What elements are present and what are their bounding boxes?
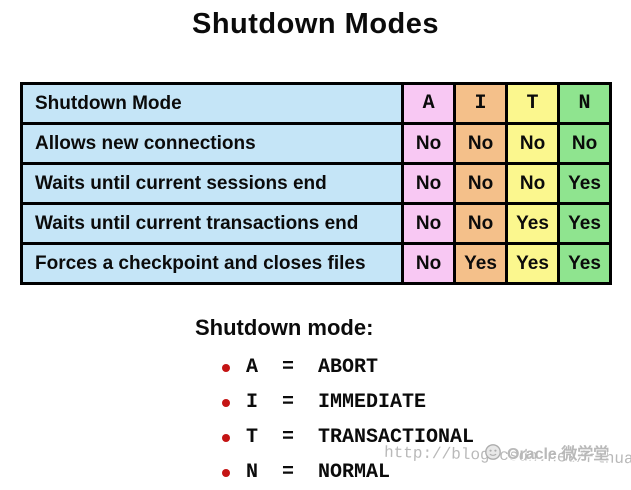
cell-value: No [453,202,509,245]
cell-value: No [401,162,457,205]
cell-value: No [453,162,509,205]
bird-logo-icon [485,444,501,460]
cell-value: No [505,122,561,165]
table-row: Allows new connections No No No No [19,122,612,165]
watermark-brand-text: Oracle 微学堂 [507,446,610,463]
column-header-n: N [557,82,612,125]
legend-item-text: A = ABORT [246,356,379,379]
cell-value: Yes [453,242,509,285]
bullet-icon [222,363,230,372]
cell-value: Yes [505,242,561,285]
row-label: Forces a checkpoint and closes files [19,242,405,285]
page-title: Shutdown Modes [191,8,440,40]
list-item: N = NORMAL [222,455,474,490]
cell-value: Yes [557,162,612,205]
row-label: Allows new connections [19,122,405,165]
cell-value: Yes [557,242,612,285]
legend-item-text: I = IMMEDIATE [246,391,427,414]
cell-value: No [453,122,509,165]
row-label: Waits until current sessions end [19,162,405,205]
bullet-icon [222,468,230,477]
list-item: I = IMMEDIATE [222,385,474,420]
list-item: T = TRANSACTIONAL [222,420,474,455]
cell-value: No [557,122,612,165]
legend-item-text: N = NORMAL [246,461,391,484]
table-header-row: Shutdown Mode A I T N [19,82,612,125]
column-header-a: A [401,82,457,125]
legend-list: A = ABORT I = IMMEDIATE T = TRANSACTIONA… [222,350,474,490]
row-label: Waits until current transactions end [19,202,405,245]
legend-item-text: T = TRANSACTIONAL [246,426,475,449]
table-header-label: Shutdown Mode [19,82,405,125]
shutdown-modes-table: Shutdown Mode A I T N Allows new connect… [19,82,612,285]
legend-heading: Shutdown mode: [195,315,374,340]
cell-value: No [401,122,457,165]
table-row: Forces a checkpoint and closes files No … [19,242,612,285]
bullet-icon [222,433,230,442]
bullet-icon [222,398,230,407]
table-row: Waits until current transactions end No … [19,202,612,245]
cell-value: No [505,162,561,205]
cell-value: Yes [505,202,561,245]
column-header-i: I [453,82,509,125]
cell-value: No [401,242,457,285]
cell-value: No [401,202,457,245]
table-row: Waits until current sessions end No No N… [19,162,612,205]
watermark-brand: Oracle 微学堂 [484,440,609,464]
cell-value: Yes [557,202,612,245]
column-header-t: T [505,82,561,125]
list-item: A = ABORT [222,350,474,385]
